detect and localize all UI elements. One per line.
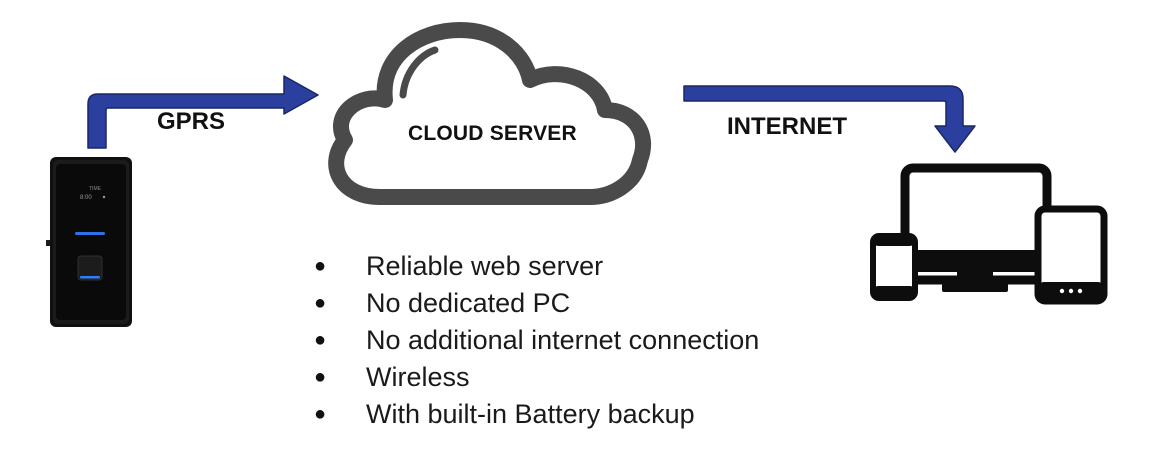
bullet-icon: ● (314, 329, 327, 351)
gprs-label: GPRS (157, 108, 226, 135)
list-item: ● No additional internet connection (310, 322, 759, 359)
feature-text: Wireless (366, 362, 470, 392)
internet-label: INTERNET (727, 113, 847, 140)
feature-list: ● Reliable web server ● No dedicated PC ● N… (310, 248, 759, 433)
feature-text: With built-in Battery backup (366, 399, 695, 429)
biometric-terminal-icon: TIME 8:00 (46, 157, 132, 327)
feature-text: No dedicated PC (366, 288, 571, 318)
feature-text: Reliable web server (366, 251, 604, 281)
bullet-icon: ● (314, 255, 327, 277)
list-item: ● Wireless (310, 359, 759, 396)
devices-icon (870, 163, 1108, 305)
svg-text:8:00: 8:00 (80, 195, 92, 201)
cloud-server-label: CLOUD SERVER (408, 122, 577, 145)
list-item: ● Reliable web server (310, 248, 759, 285)
bullet-icon: ● (314, 403, 327, 425)
bullet-icon: ● (314, 366, 327, 388)
bullet-icon: ● (314, 292, 327, 314)
cloud-icon (328, 22, 652, 205)
list-item: ● No dedicated PC (310, 285, 759, 322)
svg-text:TIME: TIME (89, 186, 102, 192)
gprs-arrow (87, 75, 319, 149)
feature-text: No additional internet connection (366, 325, 760, 355)
internet-arrow (683, 85, 976, 153)
list-item: ● With built-in Battery backup (310, 396, 759, 433)
